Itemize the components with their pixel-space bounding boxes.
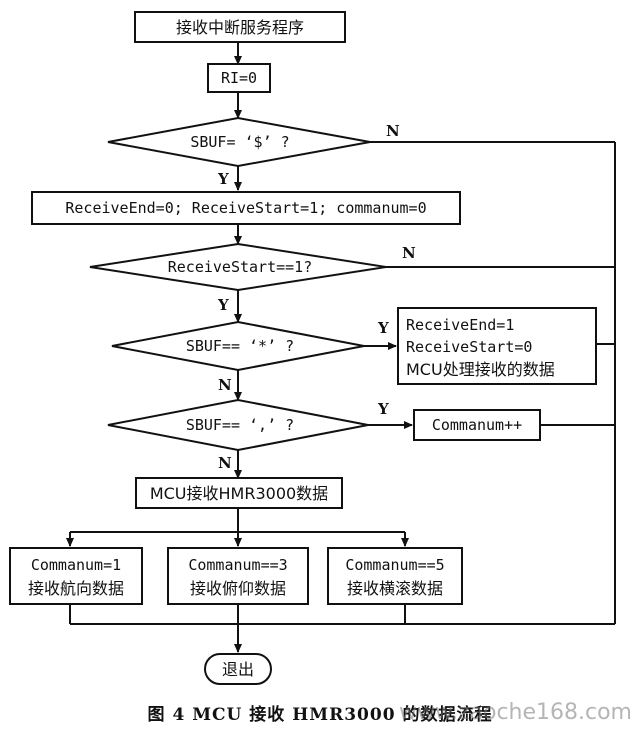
start-node-label: 接收中断服务程序 bbox=[176, 18, 304, 37]
end-block-line-1: ReceiveEnd=1 bbox=[406, 316, 514, 334]
label-n-dollar: N bbox=[386, 122, 400, 140]
figure-caption: 图 4 MCU 接收 HMR3000 的数据流程 bbox=[147, 705, 493, 725]
decision-comma-label: SBUF== ‘,’ ? bbox=[186, 416, 294, 434]
decision-comma: SBUF== ‘,’ ? bbox=[107, 398, 369, 452]
init-flags-node: ReceiveEnd=0; ReceiveStart=1; commanum=0 bbox=[31, 191, 461, 225]
label-n-comma: N bbox=[218, 454, 232, 472]
ri-clear-label: RI=0 bbox=[221, 69, 257, 87]
ri-clear-node: RI=0 bbox=[207, 63, 271, 93]
label-n-receive-start: N bbox=[402, 244, 416, 262]
mcu-receive-node: MCU接收HMR3000数据 bbox=[135, 477, 343, 509]
exit-node: 退出 bbox=[204, 653, 272, 685]
watermark: www.zaoche168.com bbox=[399, 700, 632, 725]
case-pitch: Commanum==3 接收俯仰数据 bbox=[167, 547, 309, 605]
label-y-dollar: Y bbox=[217, 170, 229, 188]
end-block-line-3: MCU处理接收的数据 bbox=[406, 360, 555, 379]
end-block-node: ReceiveEnd=1 ReceiveStart=0 MCU处理接收的数据 bbox=[397, 307, 597, 385]
decision-receive-start-label: ReceiveStart==1? bbox=[168, 258, 313, 276]
label-y-receive-start: Y bbox=[217, 296, 229, 314]
decision-star-label: SBUF== ‘*’ ? bbox=[186, 337, 294, 355]
case-pitch-line-1: Commanum==3 bbox=[188, 556, 287, 574]
case-heading-line-1: Commanum=1 bbox=[31, 556, 121, 574]
end-block-line-2: ReceiveStart=0 bbox=[406, 338, 532, 356]
case-roll-line-1: Commanum==5 bbox=[345, 556, 444, 574]
case-roll: Commanum==5 接收横滚数据 bbox=[327, 547, 463, 605]
exit-label: 退出 bbox=[222, 660, 254, 679]
init-flags-label: ReceiveEnd=0; ReceiveStart=1; commanum=0 bbox=[65, 199, 426, 217]
commanum-inc-node: Commanum++ bbox=[413, 409, 541, 441]
start-node: 接收中断服务程序 bbox=[134, 11, 346, 43]
case-roll-line-2: 接收横滚数据 bbox=[347, 579, 443, 598]
branch-labels: N Y N Y Y N Y N bbox=[217, 122, 416, 472]
commanum-inc-label: Commanum++ bbox=[432, 416, 522, 434]
decision-star: SBUF== ‘*’ ? bbox=[111, 320, 365, 372]
case-heading: Commanum=1 接收航向数据 bbox=[9, 547, 143, 605]
label-n-star: N bbox=[218, 376, 232, 394]
case-pitch-line-2: 接收俯仰数据 bbox=[190, 579, 286, 598]
mcu-receive-label: MCU接收HMR3000数据 bbox=[150, 484, 328, 503]
label-y-comma: Y bbox=[377, 400, 389, 418]
decision-dollar-label: SBUF= ‘$’ ? bbox=[190, 133, 289, 151]
connectors bbox=[66, 42, 616, 653]
case-heading-line-2: 接收航向数据 bbox=[28, 579, 124, 598]
decision-dollar: SBUF= ‘$’ ? bbox=[107, 116, 371, 168]
decision-receive-start: ReceiveStart==1? bbox=[89, 242, 387, 292]
label-y-star: Y bbox=[377, 319, 389, 337]
